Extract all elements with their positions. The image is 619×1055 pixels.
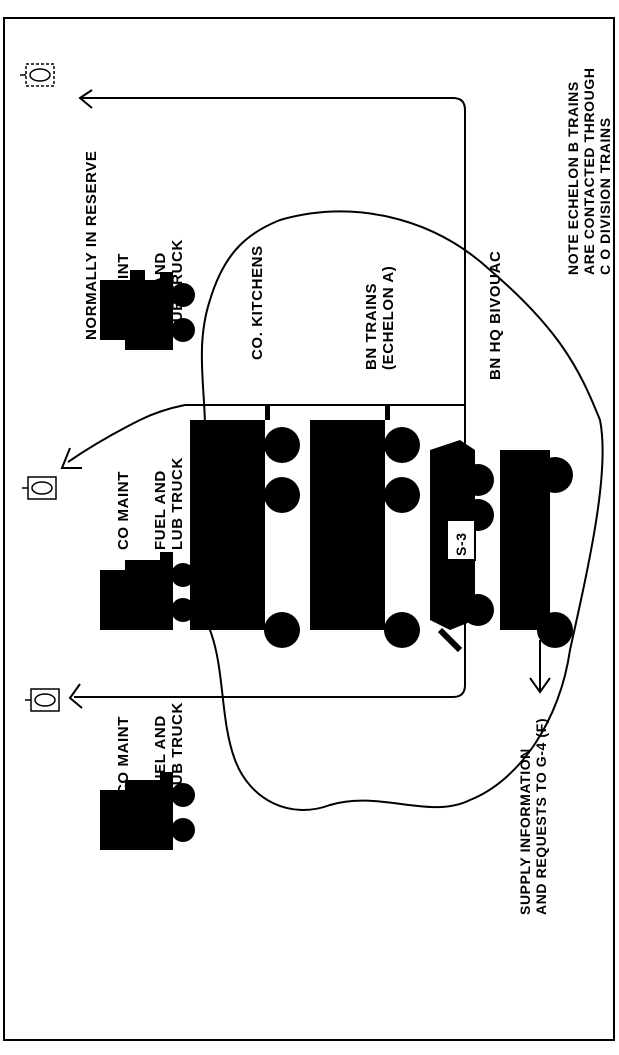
label-fuel-lub-mid-2: LUB TRUCK [169, 457, 186, 550]
label-supply-1: SUPPLY INFORMATION [517, 748, 533, 915]
label-s4: S-4 [519, 573, 536, 598]
label-co-maint-top: CO MAINT [115, 253, 132, 332]
truck-icon [125, 552, 195, 630]
truck-icon [125, 772, 195, 850]
label-bn-trains-1: BN TRAINS [363, 283, 380, 370]
label-supply-2: AND REQUESTS TO G-4 (F) [533, 718, 549, 915]
label-note-1: NOTE ECHELON B TRAINS [565, 81, 581, 275]
label-co-maint-bottom: CO MAINT [115, 716, 132, 795]
arrow-head-bottom-co [68, 683, 83, 709]
unit-symbol-icon [25, 688, 60, 712]
s4-truck-icon [500, 450, 573, 648]
label-fuel-lub-bottom-2: LUB TRUCK [169, 702, 186, 795]
label-fuel-lub-top-1: FUEL AND [152, 252, 169, 332]
diagram-border [3, 17, 615, 1041]
bn-trains-truck-icon [310, 405, 420, 648]
label-fuel-lub-bottom-1: FUEL AND [152, 715, 169, 795]
supply-arrow-head [529, 677, 551, 694]
label-note-3: C O DIVISION TRAINS [597, 117, 613, 275]
s3-label-box: S-3 [446, 519, 476, 561]
arrow-to-mid-co [67, 404, 186, 463]
bn-trains-boundary-bottom [78, 405, 466, 698]
truck-icon [125, 272, 195, 350]
arrow-to-reserve [78, 89, 93, 109]
label-fuel-lub-mid-1: FUEL AND [152, 470, 169, 550]
label-s3: S-3 [453, 532, 469, 556]
label-fuel-lub-top-2: LUB TRUCK [169, 239, 186, 332]
label-bn-trains-2: (ECHELON A) [380, 266, 397, 370]
arrow-head-mid-co [60, 447, 82, 469]
bn-trains-boundary [80, 97, 466, 406]
label-co-kitchens: CO. KITCHENS [249, 245, 266, 360]
label-note-2: ARE CONTACTED THROUGH [581, 67, 597, 275]
label-normally-in-reserve: NORMALLY IN RESERVE [83, 151, 100, 341]
unit-symbol-icon [22, 476, 57, 500]
unit-symbol-icon [20, 63, 55, 87]
label-bn-hq-bivouac: BN HQ BIVOUAC [487, 251, 504, 380]
label-co-maint-mid: CO MAINT [115, 471, 132, 550]
co-kitchens-truck-icon [190, 405, 300, 648]
